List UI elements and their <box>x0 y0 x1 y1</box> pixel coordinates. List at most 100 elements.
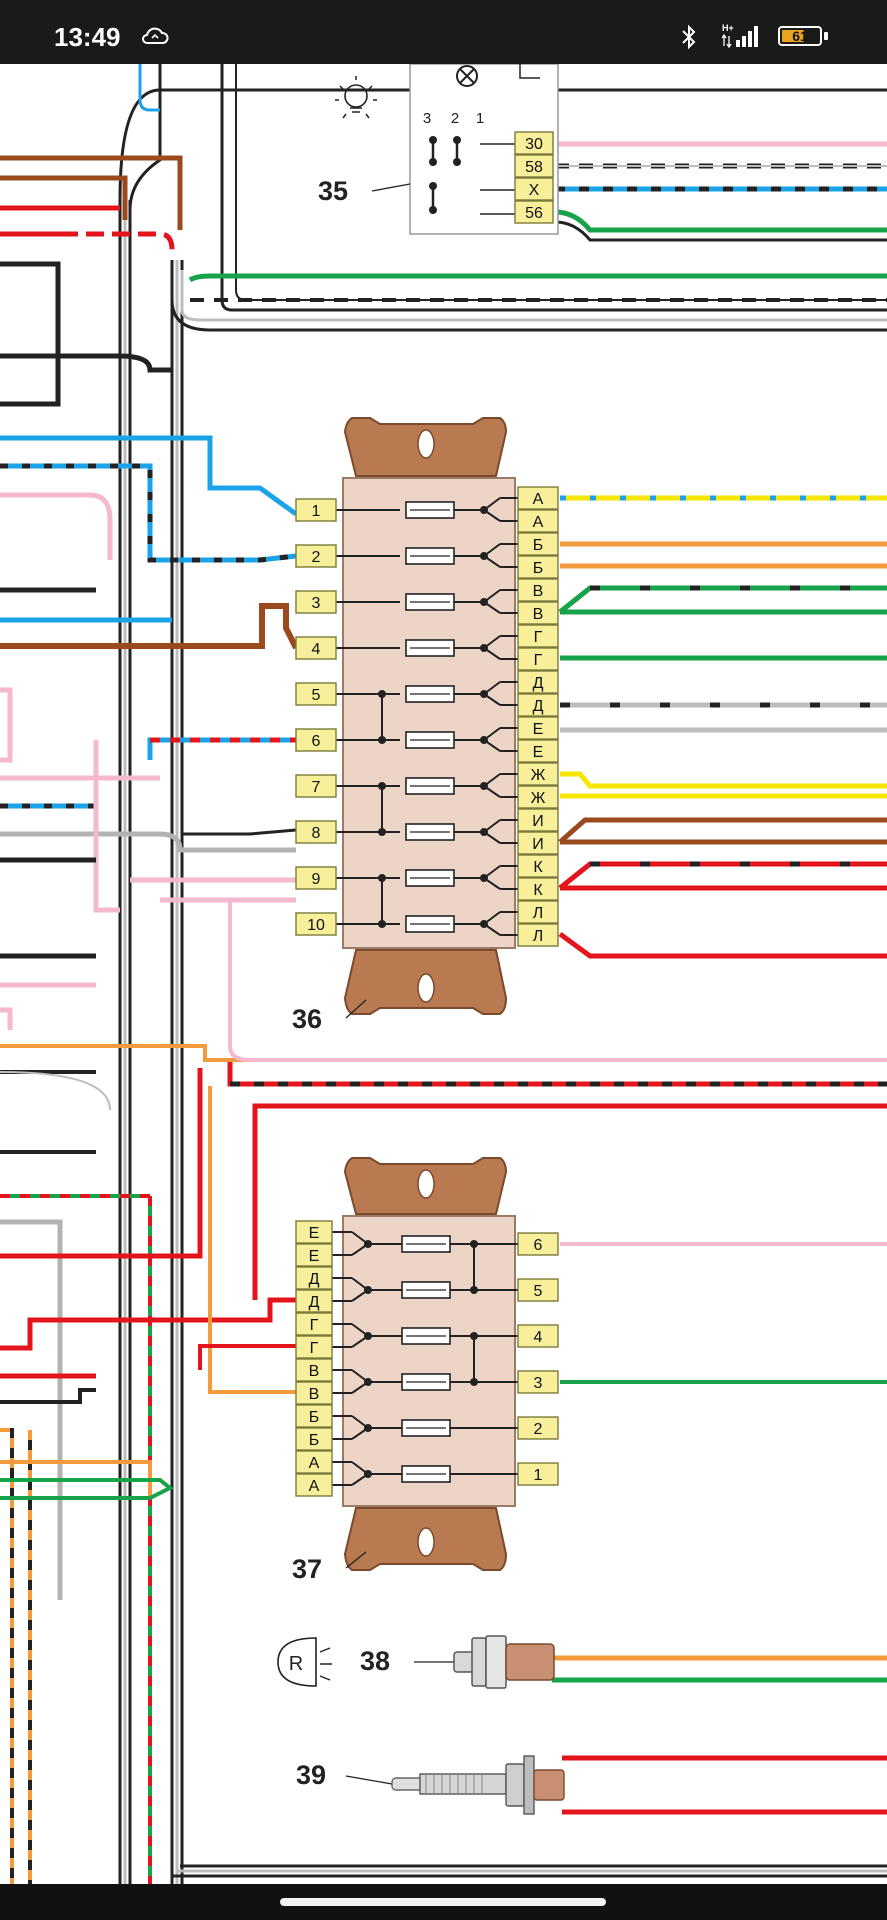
connector-36-right-pin-8-text: Д <box>533 675 544 692</box>
connector-36-branch-1 <box>483 509 501 522</box>
status-time: 13:49 <box>54 22 121 52</box>
connector-36-left-pin-3: 4 <box>295 636 337 660</box>
connector-36-branch-3 <box>483 555 501 568</box>
switch-35-pin-1: 58 <box>514 154 554 178</box>
connector-36-left-pin-7-text: 8 <box>312 825 321 842</box>
connector-36-right-pin-16-text: К <box>533 859 543 876</box>
connector-36-branch-17 <box>483 877 501 890</box>
connector-37-left-pin-9-text: Б <box>309 1432 320 1449</box>
connector-36-right-pin-2-text: Б <box>533 537 544 554</box>
connector-37-left-pin-11-text: А <box>309 1478 320 1495</box>
connector-36-right-pin-6-text: Г <box>534 629 543 646</box>
connector-37-left-pin-0-text: Е <box>309 1225 320 1242</box>
connector-36-fuses <box>336 497 518 936</box>
connector-36-left-pin-2-text: 3 <box>312 595 321 612</box>
connector-36-right-pin-14: И <box>517 808 559 832</box>
bluetooth-icon <box>682 24 696 50</box>
connector-37-left-pin-4: Г <box>295 1312 333 1336</box>
connector-37-right-pin-2-text: 4 <box>534 1329 543 1346</box>
switch-35-pin-2-text: X <box>529 182 540 199</box>
connector-37-bridge-node-a-1 <box>470 1332 478 1340</box>
connector-36-left-pin-7: 8 <box>295 820 337 844</box>
callout-36: 36 <box>292 1004 322 1034</box>
connector-36-right-pin-17: К <box>517 877 559 901</box>
connector-36-bridge-node-b-1 <box>378 828 386 836</box>
connector-36-right-pin-15-text: И <box>532 836 544 853</box>
connector-37-fuses <box>332 1231 518 1486</box>
connector-37-right-pin-4: 2 <box>517 1416 559 1440</box>
callout-39: 39 <box>296 1760 326 1790</box>
connector-36-branch-8 <box>483 681 501 695</box>
callout-38: 38 <box>360 1646 390 1676</box>
connector-36-right-pin-12: Ж <box>517 762 559 786</box>
connector-37-right-pin-3: 3 <box>517 1370 559 1394</box>
connector-37-left-pin-2: Д <box>295 1266 333 1290</box>
connector-37-left-pin-8: Б <box>295 1404 333 1428</box>
switch-position-1: 1 <box>476 110 484 127</box>
connector-36-right-pin-11-text: Е <box>533 744 544 761</box>
connector-36-left-pin-9: 10 <box>295 912 337 936</box>
connector-36-right-pin-5-text: В <box>533 606 544 623</box>
connector-36-left-pin-2: 3 <box>295 590 337 614</box>
home-gesture-handle[interactable] <box>280 1898 606 1906</box>
connector-37-left-pin-5: Г <box>295 1335 333 1359</box>
signal-icon: H+ <box>722 23 758 49</box>
connector-37-left-pin-7-text: В <box>309 1386 320 1403</box>
connector-36-branch-5 <box>483 601 501 614</box>
connector-37-left-pin-5-text: Г <box>310 1340 319 1357</box>
navigation-bar <box>0 1884 887 1920</box>
connector-36-right-pin-18: Л <box>517 900 559 924</box>
connector-36-left-pin-8: 9 <box>295 866 337 890</box>
connector-36-right-pin-4: В <box>517 578 559 602</box>
connector-36-branch-10 <box>483 727 501 741</box>
connector-36-branch-0 <box>483 497 501 511</box>
switch-35-pin-1-text: 58 <box>525 159 543 176</box>
connector-37-bridge-node-a-0 <box>470 1240 478 1248</box>
connector-37-left-pin-3: Д <box>295 1289 333 1313</box>
connector-36-branch-4 <box>483 589 501 603</box>
connector-37-left-pin-9: Б <box>295 1427 333 1451</box>
connector-36-right-pin-3: Б <box>517 555 559 579</box>
switch-35-pin-3: 56 <box>514 200 554 224</box>
connector-36-left-pin-0: 1 <box>295 498 337 522</box>
connector-37-left-pin-2-text: Д <box>309 1271 320 1288</box>
connector-36-bridge-node-a-2 <box>378 874 386 882</box>
reverse-symbol: R <box>289 1653 303 1675</box>
connector-36-branch-11 <box>483 739 501 752</box>
connector-36-branch-18 <box>483 911 501 925</box>
connector-36-bridge-node-b-0 <box>378 736 386 744</box>
connector-36-right-pin-9-text: Д <box>533 698 544 715</box>
connector-36-right-pin-10: Е <box>517 716 559 740</box>
connector-36-right-pin-7: Г <box>517 647 559 671</box>
connector-36-right-pin-4-text: В <box>533 583 544 600</box>
connector-36-left-pin-5-text: 6 <box>312 733 321 750</box>
connector-36-left-pin-1-text: 2 <box>312 549 321 566</box>
connector-36-left-pin-6: 7 <box>295 774 337 798</box>
connector-36-left-pin-0-text: 1 <box>312 503 321 520</box>
connector-36-right-pin-9: Д <box>517 693 559 717</box>
connector-36-left-pin-6-text: 7 <box>312 779 321 796</box>
switch-35-pin-2: X <box>514 177 554 201</box>
connector-37-bridge-node-b-1 <box>470 1378 478 1386</box>
connector-36-right-pin-2: Б <box>517 532 559 556</box>
connector-36-left-pin-9-text: 10 <box>307 917 325 934</box>
connector-37-left-pin-1-text: Е <box>309 1248 320 1265</box>
switch-35-pin-3-text: 56 <box>525 205 543 222</box>
connector-37-left-pin-0: Е <box>295 1220 333 1244</box>
connector-36-right-pin-11: Е <box>517 739 559 763</box>
connector-37-left-pin-7: В <box>295 1381 333 1405</box>
connector-36-branch-6 <box>483 635 501 649</box>
connector-36-right-pin-14-text: И <box>532 813 544 830</box>
connector-37-right-pin-0: 6 <box>517 1232 559 1256</box>
connector-36-left-pin-3-text: 4 <box>312 641 321 658</box>
connector-36-branch-12 <box>483 773 501 787</box>
connector-36-right-pin-13-text: Ж <box>531 790 546 807</box>
connector-37-left-pin-1: Е <box>295 1243 333 1267</box>
connector-37-left-pin-4-text: Г <box>310 1317 319 1334</box>
callout-37: 37 <box>292 1554 322 1584</box>
